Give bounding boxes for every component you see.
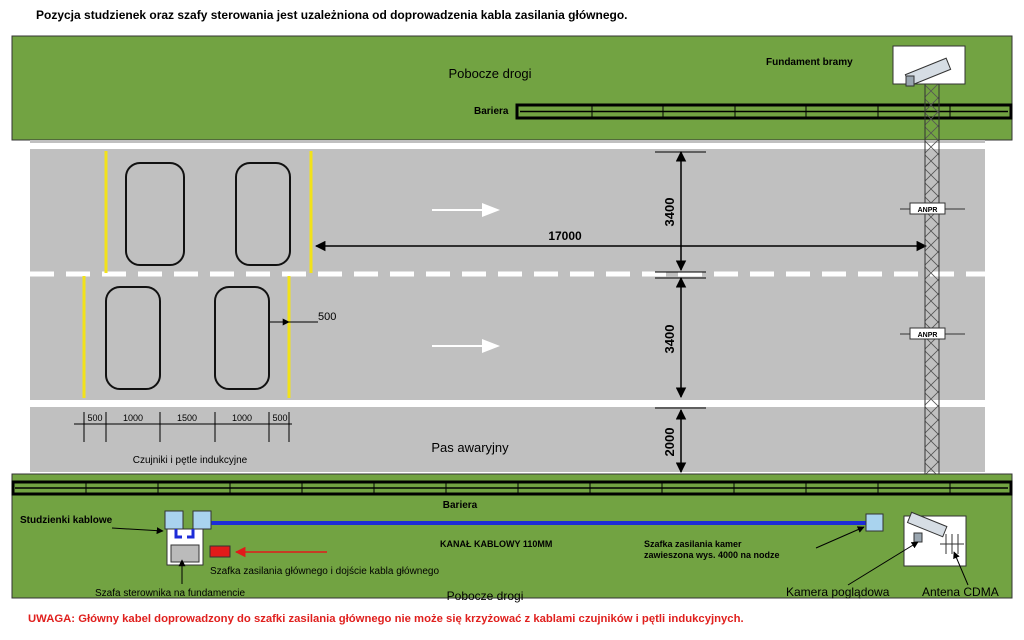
lane-width-bottom-label: 3400 bbox=[662, 325, 677, 354]
gate-distance-label: 17000 bbox=[548, 229, 582, 243]
cdma-antenna-label: Antena CDMA bbox=[922, 585, 999, 599]
cable-well-3 bbox=[865, 513, 884, 532]
barrier-top bbox=[515, 103, 1013, 120]
traffic-direction-arrow-1 bbox=[432, 203, 500, 217]
header-note: Pozycja studzienek oraz szafy sterowania… bbox=[36, 8, 628, 22]
yellow-sensor-lines bbox=[82, 151, 313, 398]
barrier-top-label: Bariera bbox=[474, 106, 509, 117]
loop-dim-1: 500 bbox=[87, 413, 102, 423]
anpr-camera-1: ANPR bbox=[900, 202, 965, 215]
cable-well-1 bbox=[164, 510, 184, 530]
road-top-edge-line bbox=[30, 143, 985, 149]
svg-text:ANPR: ANPR bbox=[918, 207, 938, 214]
road-surface bbox=[30, 140, 985, 472]
overview-camera-pointer bbox=[847, 541, 919, 586]
cable-wells-pointer bbox=[111, 527, 164, 535]
camera-cabinet-label-1: Szafka zasilania kamer bbox=[644, 539, 742, 549]
traffic-direction-arrow-2 bbox=[432, 339, 500, 353]
lane-bottom-edge-line bbox=[30, 400, 985, 407]
loop-spacing-labels: 500 1000 1500 1000 500 bbox=[87, 413, 287, 423]
main-power-cabinet-label: Szafka zasilania głównego i dojście kabl… bbox=[210, 566, 439, 577]
camera-cabinet-label-2: zawieszona wys. 4000 na nodze bbox=[644, 550, 780, 560]
sensors-caption: Czujniki i pętle indukcyjne bbox=[133, 455, 248, 466]
road-side-top-label: Pobocze drogi bbox=[448, 66, 531, 81]
controller-cabinet-label: Szafa sterownika na fundamencie bbox=[95, 588, 246, 599]
line-offset-label: 500 bbox=[318, 311, 336, 323]
loop-dim-5: 500 bbox=[272, 413, 287, 423]
svg-text:ANPR: ANPR bbox=[918, 332, 938, 339]
cdma-antenna-icon bbox=[940, 534, 964, 554]
loop-spacing-dimensions bbox=[74, 412, 292, 442]
loop-dim-2: 1000 bbox=[123, 413, 143, 423]
loop-dim-3: 1500 bbox=[177, 413, 197, 423]
cdma-antenna-pointer bbox=[953, 551, 969, 586]
lane-width-dimensions bbox=[655, 150, 706, 474]
cable-channel-label: KANAŁ KABLOWY 110MM bbox=[440, 539, 552, 549]
warning-note: UWAGA: Główny kabel doprowadzony do szaf… bbox=[28, 613, 744, 625]
controller-cabinet-inner bbox=[170, 544, 200, 563]
shoulder-width-label: 2000 bbox=[662, 428, 677, 457]
gate-lattice-pole bbox=[924, 83, 940, 525]
barrier-bottom-label: Bariera bbox=[443, 500, 478, 511]
anpr-camera-2: ANPR bbox=[900, 327, 965, 340]
gate-foundation-label: Fundament bramy bbox=[766, 57, 853, 68]
emergency-lane-label: Pas awaryjny bbox=[431, 440, 509, 455]
top-camera-icon bbox=[904, 57, 952, 87]
cabinet-connectors bbox=[174, 529, 195, 539]
loop-dim-4: 1000 bbox=[232, 413, 252, 423]
overview-camera-label: Kamera poglądowa bbox=[786, 585, 890, 599]
barrier-bottom bbox=[11, 480, 1013, 496]
road-side-bottom-label: Pobocze drogi bbox=[447, 589, 524, 603]
main-power-box bbox=[209, 545, 231, 558]
camera-cabinet-pointer bbox=[815, 526, 865, 549]
cable-wells-label: Studzienki kablowe bbox=[20, 515, 113, 526]
top-verge bbox=[11, 35, 1013, 141]
lane-width-top-label: 3400 bbox=[662, 198, 677, 227]
inductive-loops bbox=[105, 162, 291, 390]
cable-well-2 bbox=[192, 510, 212, 530]
